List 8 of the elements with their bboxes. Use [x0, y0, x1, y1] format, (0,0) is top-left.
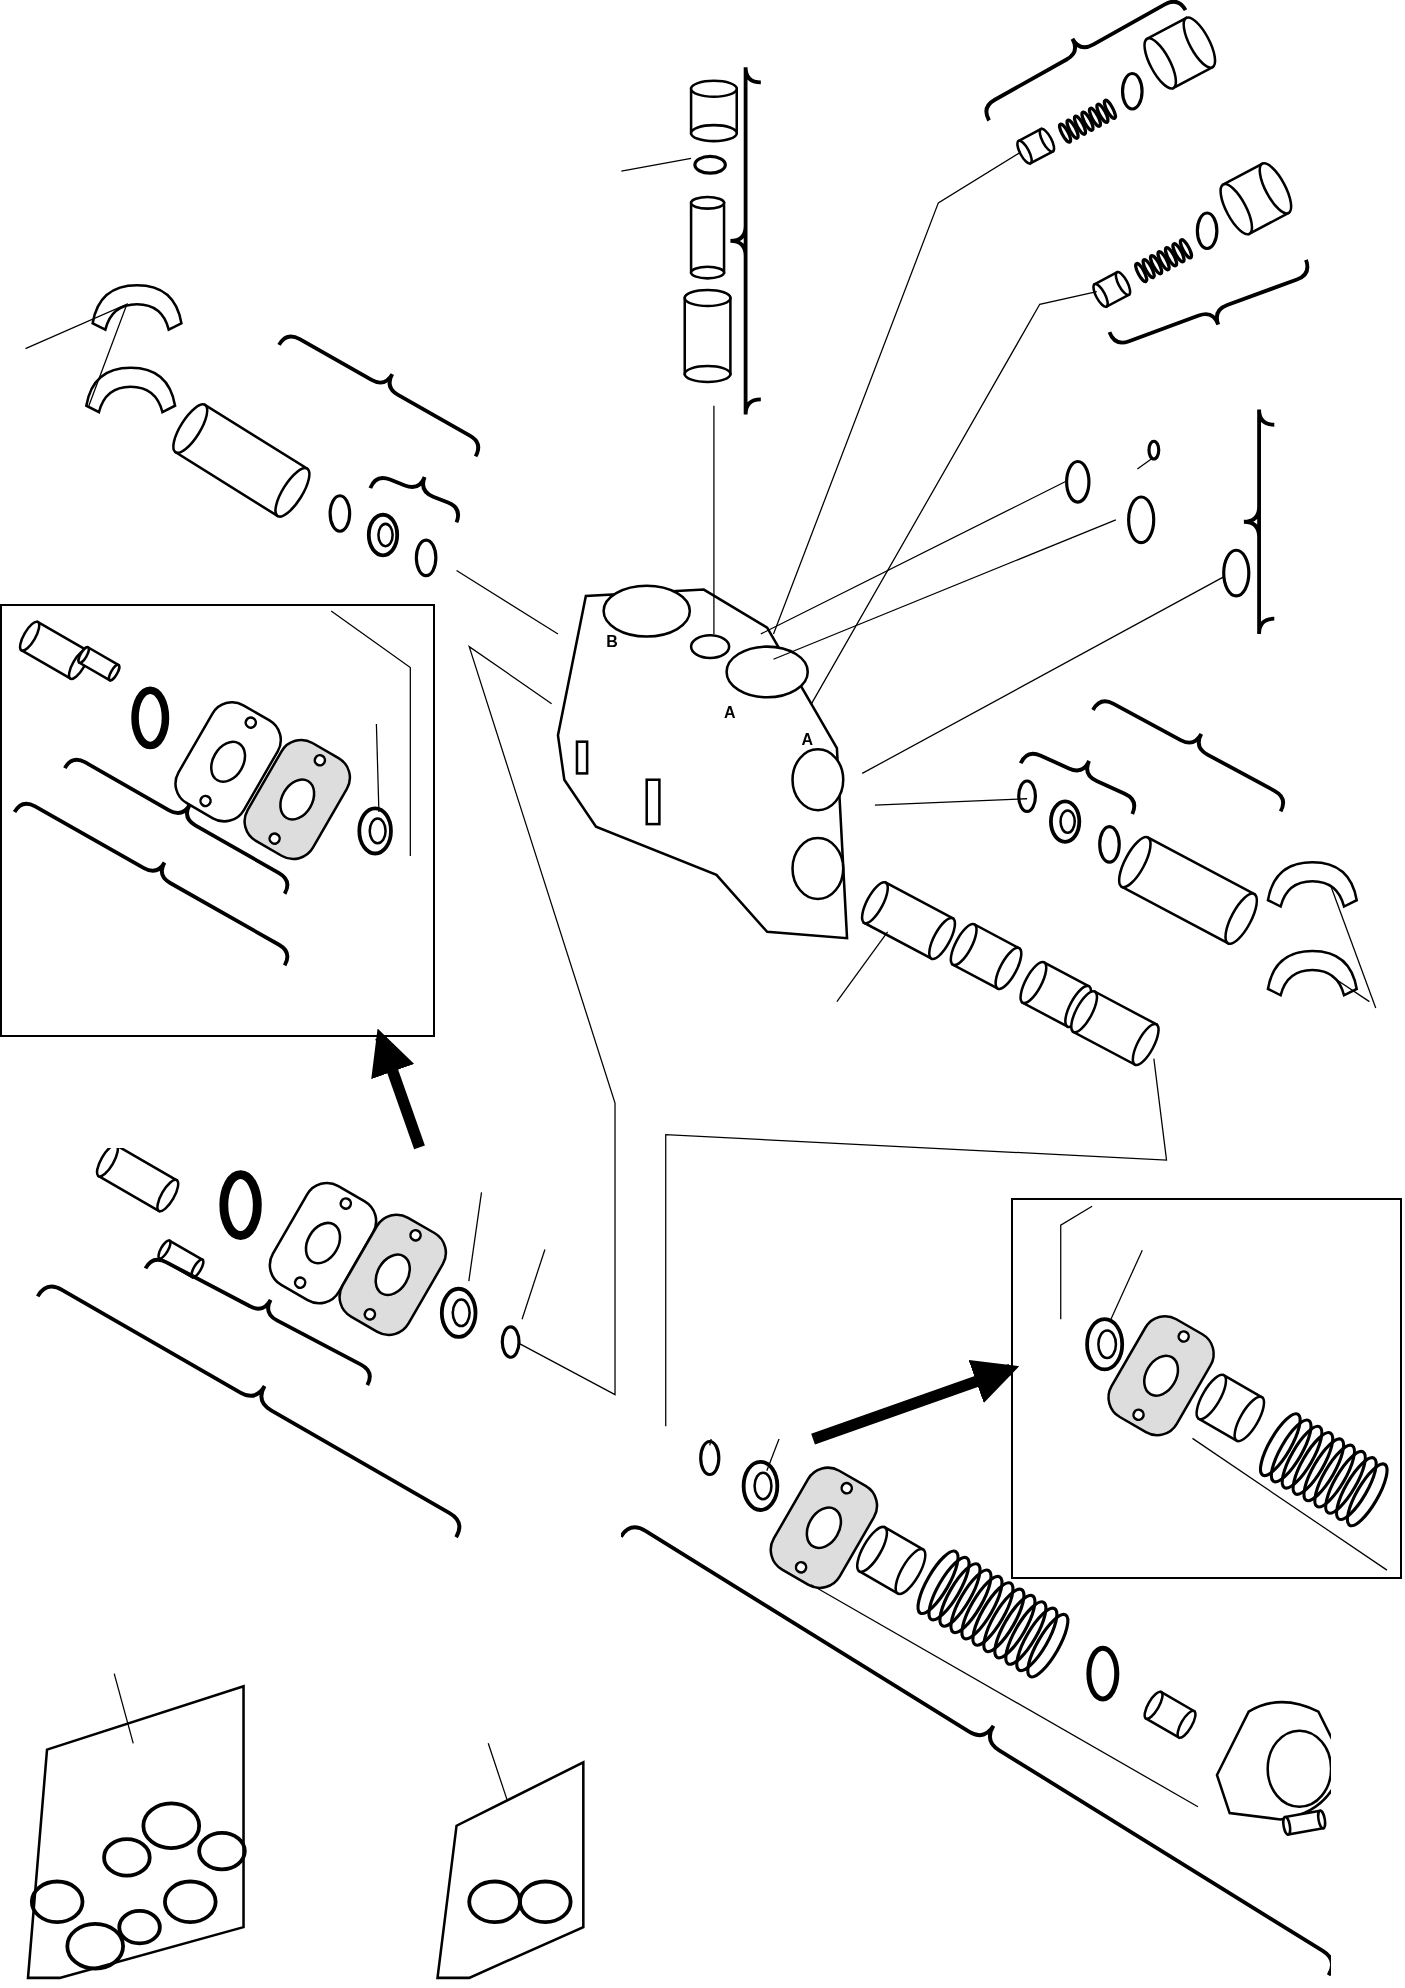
- port-letter: A: [724, 705, 736, 722]
- port-letter: B: [606, 634, 618, 650]
- port-letter: A: [801, 731, 813, 748]
- inset-detail-box: [0, 603, 435, 1038]
- arrow: [371, 1028, 425, 1150]
- arrow: [811, 1359, 1020, 1445]
- valve-assembly-drawing: [621, 1439, 1332, 1979]
- inset-detail-box: [1010, 1198, 1403, 1579]
